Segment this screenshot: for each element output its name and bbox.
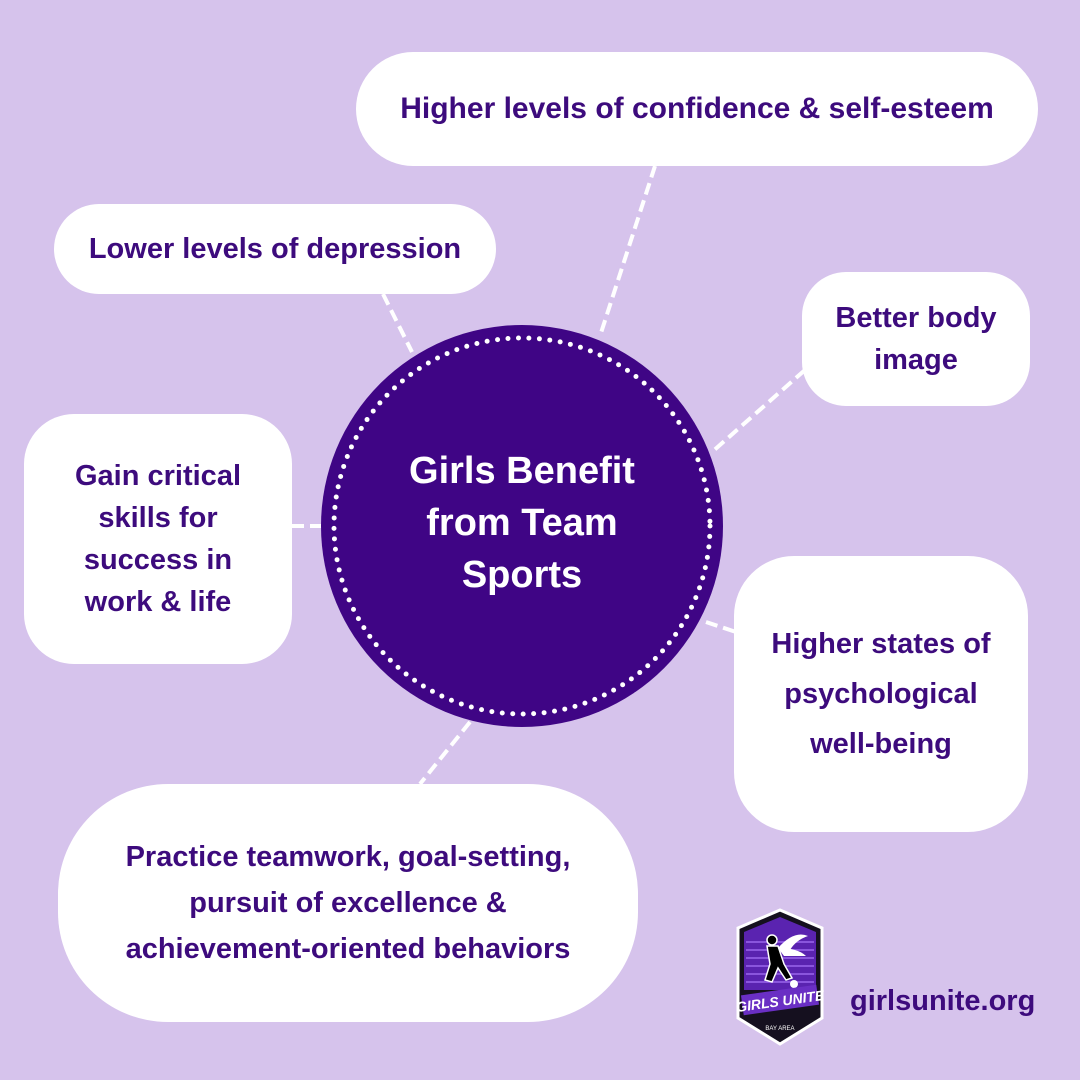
logo-subtitle: BAY AREA bbox=[765, 1026, 794, 1032]
connector-depression bbox=[381, 293, 414, 353]
dotted-ring bbox=[331, 335, 713, 717]
center-title: Girls Benefit from Team Sports bbox=[409, 450, 635, 596]
connector-body bbox=[710, 368, 807, 454]
center-circle: Girls Benefit from Team Sports bbox=[321, 325, 723, 727]
benefit-body-image: Better body image bbox=[802, 272, 1030, 406]
benefit-depression: Lower levels of depression bbox=[54, 204, 496, 294]
girls-unite-logo: GIRLS UNITE BAY AREA bbox=[735, 908, 826, 1046]
benefit-skills: Gain critical skills for success in work… bbox=[24, 414, 292, 664]
connector-confidence bbox=[598, 165, 657, 337]
connector-wellbeing bbox=[705, 620, 737, 634]
winged-player-icon bbox=[764, 934, 808, 988]
benefit-confidence: Higher levels of confidence & self-estee… bbox=[356, 52, 1038, 166]
website-link[interactable]: girlsunite.org bbox=[850, 985, 1036, 1017]
connector-practice bbox=[418, 720, 472, 786]
benefit-practice: Practice teamwork, goal-setting, pursuit… bbox=[58, 784, 638, 1022]
benefit-wellbeing: Higher states of psychological well-bein… bbox=[734, 556, 1028, 832]
